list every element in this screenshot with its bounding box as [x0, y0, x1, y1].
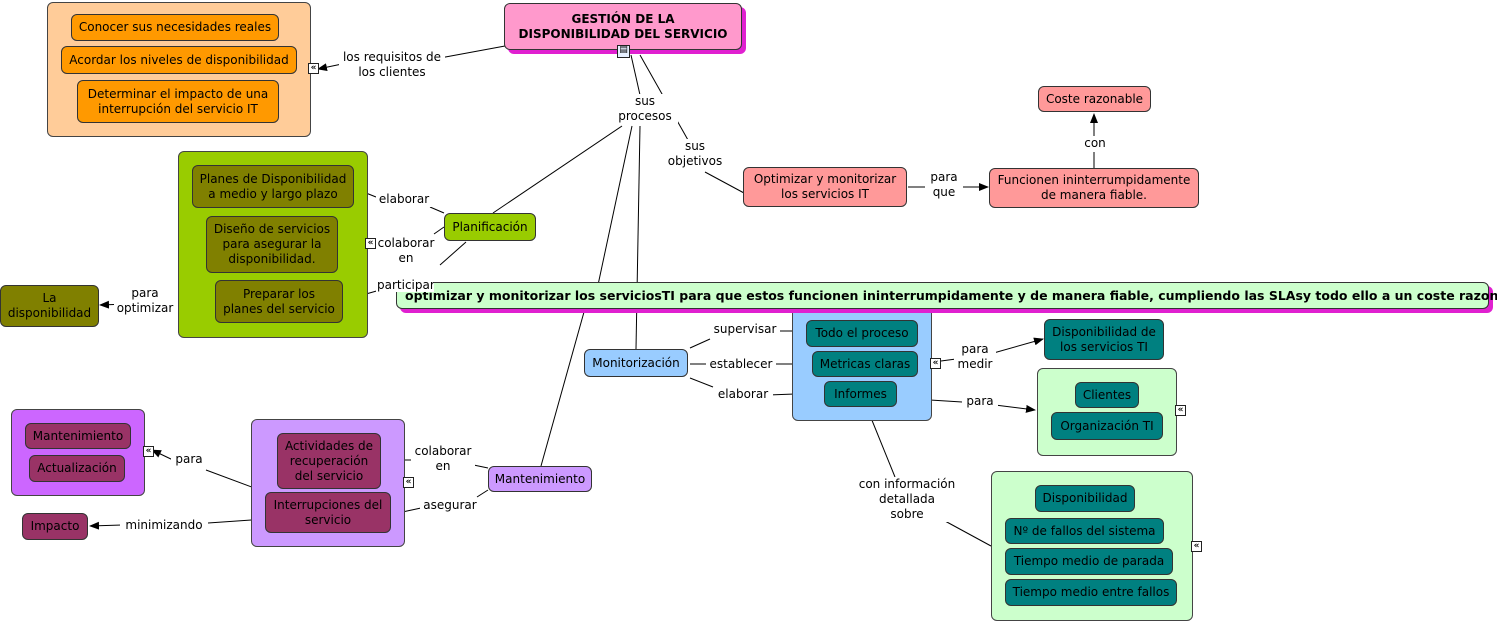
expand-icon[interactable]: « [930, 358, 941, 369]
link-para-optimizar: para optimizar [114, 286, 176, 316]
tarea-item[interactable]: Mantenimiento [25, 423, 131, 449]
link-para: para [171, 452, 207, 467]
link-elaborar: elaborar [713, 387, 773, 402]
mantenimiento-item[interactable]: Interrupciones del servicio [265, 492, 391, 533]
link-con: con [1078, 136, 1112, 151]
expand-icon[interactable]: « [403, 477, 414, 488]
impacto-node[interactable]: Impacto [22, 513, 88, 540]
la-disponibilidad-node[interactable]: La disponibilidad [0, 285, 99, 327]
planificacion-node[interactable]: Planificación [444, 213, 536, 241]
detalle-item[interactable]: Disponibilidad [1035, 485, 1135, 512]
link-supervisar: supervisar [710, 322, 780, 337]
destinatario-item[interactable]: Organización TI [1051, 412, 1163, 440]
requisito-item[interactable]: Determinar el impacto de una interrupció… [77, 80, 279, 123]
expand-icon[interactable]: « [143, 446, 154, 457]
expand-icon[interactable]: « [308, 63, 319, 74]
funcionen-node[interactable]: Funcionen ininterrumpidamente de manera … [989, 168, 1199, 208]
detalle-item[interactable]: Nº de fallos del sistema [1005, 518, 1164, 544]
destinatario-item[interactable]: Clientes [1075, 382, 1139, 408]
requisito-item[interactable]: Conocer sus necesidades reales [71, 14, 279, 41]
expand-icon[interactable]: « [1175, 405, 1186, 416]
planificacion-item[interactable]: Preparar los planes del servicio [215, 280, 343, 323]
objective-banner[interactable]: optimizar y monitorizar los serviciosTI … [396, 282, 1497, 309]
link-establecer: establecer [706, 357, 776, 372]
link-minimizando: minimizando [120, 518, 208, 533]
detalle-item[interactable]: Tiempo medio de parada [1005, 548, 1173, 575]
monitorizacion-item[interactable]: Informes [824, 381, 897, 407]
disp-servicios-node[interactable]: Disponibilidad de los servicios TI [1044, 319, 1164, 360]
planificacion-item[interactable]: Diseño de servicios para asegurar la dis… [206, 216, 338, 273]
main-title[interactable]: GESTIÓN DE LA DISPONIBILIDAD DEL SERVICI… [504, 3, 742, 50]
link-para-que: para que [925, 170, 963, 200]
link-procesos: sus procesos [612, 94, 678, 124]
document-icon[interactable]: ▤ [617, 45, 630, 58]
link-para-medir: para medir [954, 342, 996, 372]
expand-icon[interactable]: « [365, 238, 376, 249]
mantenimiento-item[interactable]: Actividades de recuperación del servicio [277, 433, 381, 489]
link-objetivos: sus objetivos [662, 139, 728, 169]
optimizar-node[interactable]: Optimizar y monitorizar los servicios IT [743, 167, 907, 207]
monitorizacion-item[interactable]: Todo el proceso [806, 320, 918, 347]
coste-node[interactable]: Coste razonable [1038, 86, 1151, 112]
mantenimiento-node[interactable]: Mantenimiento [488, 466, 592, 492]
link-requisitos: los requisitos de los clientes [339, 50, 445, 80]
link-elaborar: elaborar [376, 192, 432, 207]
monitorizacion-item[interactable]: Metricas claras [812, 351, 918, 377]
link-participar: participar [376, 278, 434, 292]
detalle-item[interactable]: Tiempo medio entre fallos [1005, 579, 1177, 606]
link-colaborar-en: colaborar en [411, 444, 475, 474]
link-con-informacion: con información detallada sobre [855, 477, 959, 522]
link-asegurar: asegurar [420, 498, 480, 513]
link-colaborar: colaborar en [374, 236, 438, 266]
monitorizacion-node[interactable]: Monitorización [584, 349, 688, 377]
tarea-item[interactable]: Actualización [29, 455, 125, 482]
link-para: para [962, 394, 998, 409]
planificacion-item[interactable]: Planes de Disponibilidad a medio y largo… [192, 165, 354, 208]
expand-icon[interactable]: « [1191, 541, 1202, 552]
requisito-item[interactable]: Acordar los niveles de disponibilidad [61, 46, 297, 74]
